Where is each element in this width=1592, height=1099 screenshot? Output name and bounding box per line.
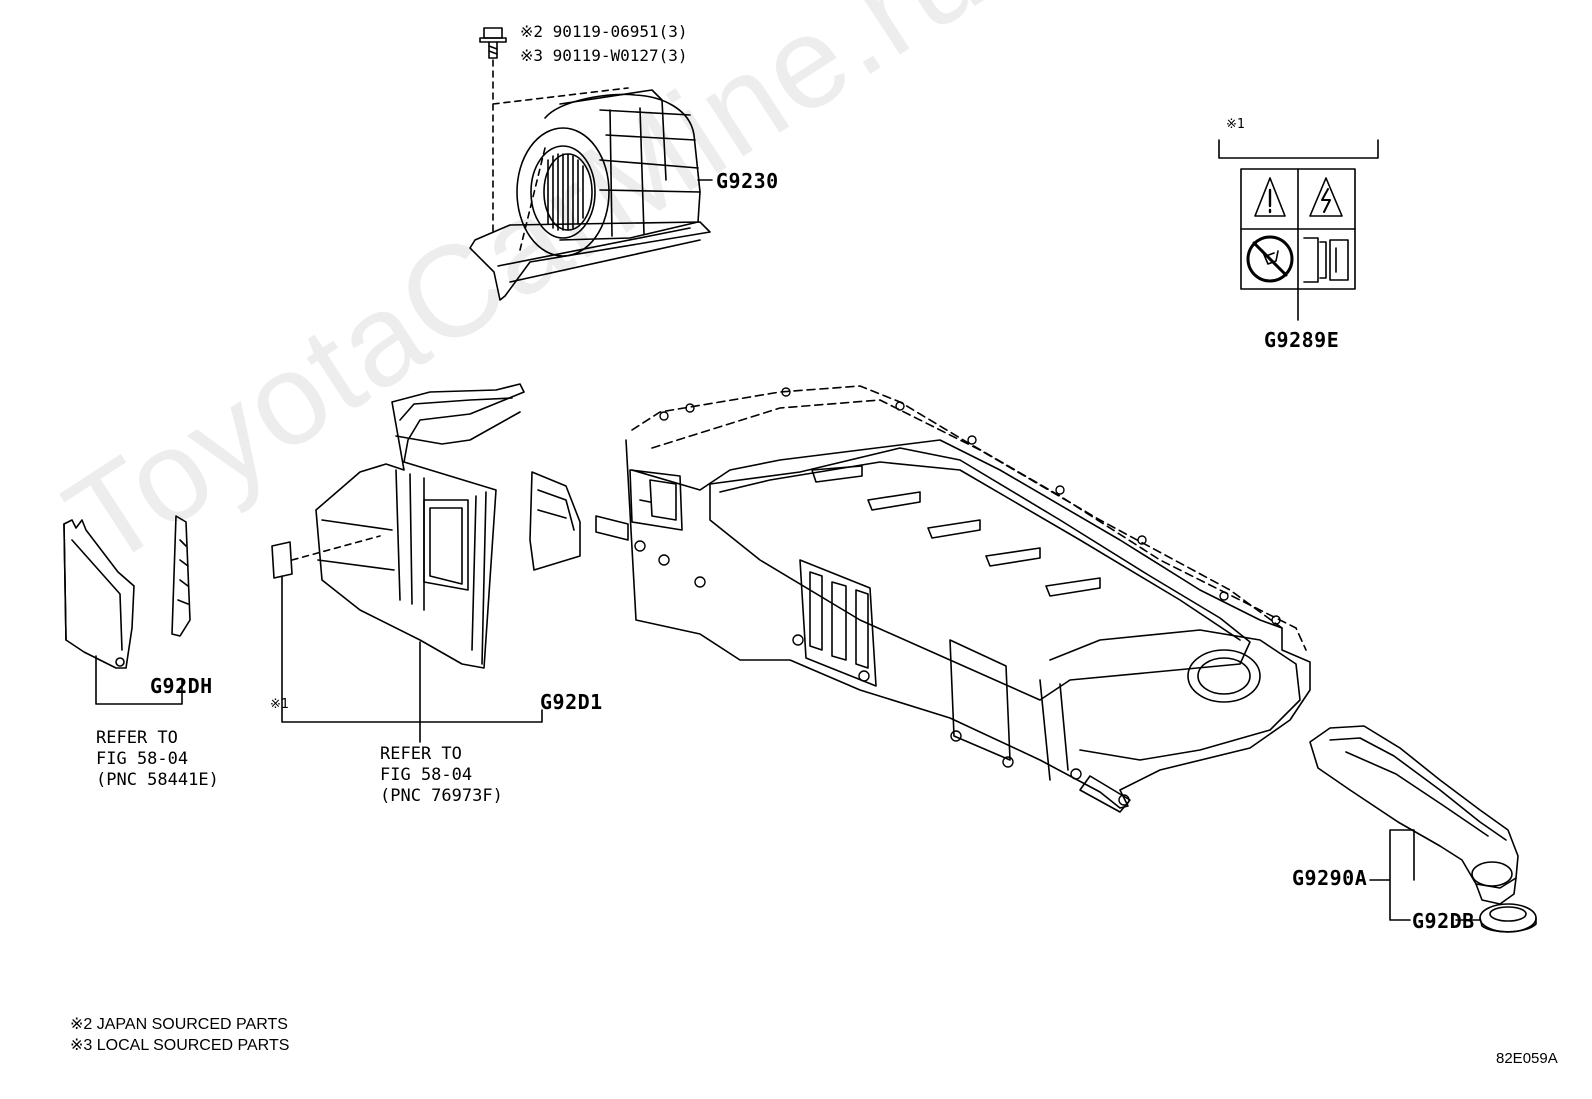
refer-center-line-2: FIG 58-04 (380, 765, 473, 785)
warning-triangle-icon (1254, 177, 1286, 217)
refer-center-line-3: (PNC 76973F) (380, 786, 503, 806)
bolt-callout-line-1: ※2 90119-06951(3) (520, 22, 688, 41)
refer-left-line-2: FIG 58-04 (96, 749, 189, 769)
figure-id: 82E059A (1496, 1050, 1558, 1067)
footnote-local-sourced: ※3 LOCAL SOURCED PARTS (70, 1037, 290, 1054)
refer-left-line-3: (PNC 58441E) (96, 770, 219, 790)
refer-left-line-1: REFER TO (96, 728, 178, 748)
center-duct-part (271, 383, 581, 743)
refer-center-line-1: REFER TO (380, 744, 462, 764)
label-note-mark: ※1 (1226, 117, 1245, 132)
blower-fan-assembly (469, 27, 713, 301)
part-label-warning-label: G9289E (1264, 328, 1340, 352)
part-label-grommet: G92DB (1412, 909, 1475, 933)
seal-note-mark: ※1 (270, 697, 289, 712)
part-label-left-cover: G92DH (150, 674, 213, 698)
footnote-japan-sourced: ※2 JAPAN SOURCED PARTS (70, 1016, 288, 1033)
left-cover-part (63, 515, 191, 705)
connector-icon (1303, 237, 1349, 283)
part-label-center-duct: G92D1 (540, 690, 603, 714)
no-touch-icon (1246, 235, 1294, 283)
high-voltage-icon (1309, 177, 1343, 217)
grommet-part (1479, 903, 1537, 933)
part-label-blower: G9230 (716, 169, 779, 193)
hv-battery-pack (595, 385, 1311, 813)
bolt-callout-line-2: ※3 90119-W0127(3) (520, 46, 688, 65)
bolt-icon (479, 27, 507, 59)
part-label-intake-duct: G9290A (1292, 866, 1368, 890)
warning-label-part (1218, 139, 1379, 321)
